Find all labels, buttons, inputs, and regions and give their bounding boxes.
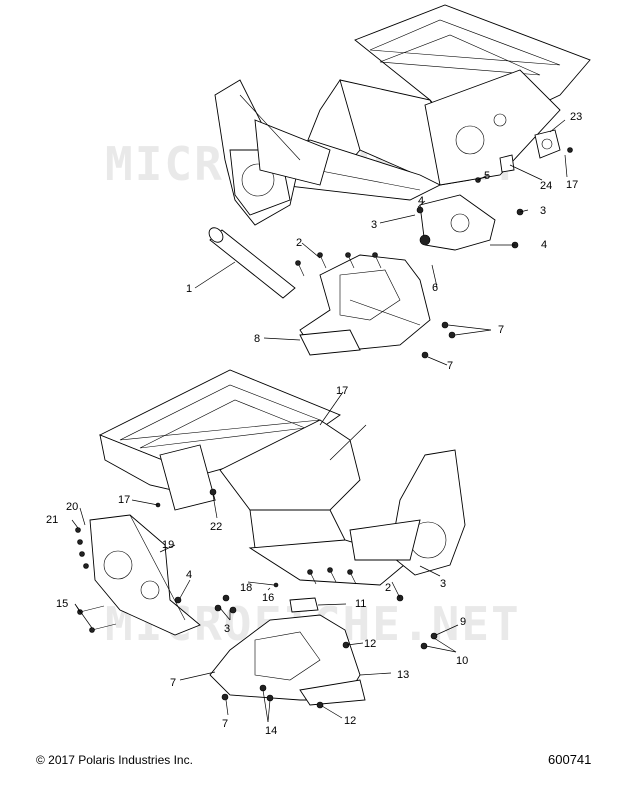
callout-b-19: 20 xyxy=(66,501,78,513)
callout-b-14: 14 xyxy=(265,725,277,737)
callout-4: 4 xyxy=(418,195,424,207)
callout-b-9: 9 xyxy=(460,616,466,628)
callout-b-21: 22 xyxy=(210,521,222,533)
callout-b-18: 19 xyxy=(162,539,174,551)
callout-b-7b: 7 xyxy=(222,718,228,730)
callout-b-11: 11 xyxy=(355,598,366,610)
callout-3: 3 xyxy=(371,219,377,231)
callout-b-4: 4 xyxy=(186,569,192,581)
callout-b-20: 21 xyxy=(46,514,58,526)
callout-b-10: 10 xyxy=(456,655,468,667)
callout-23: 23 xyxy=(570,111,582,123)
callout-b-17b: 17 xyxy=(118,494,130,506)
bottom-leader-lines xyxy=(71,391,459,723)
callout-b-12b: 12 xyxy=(344,715,356,727)
callout-6: 6 xyxy=(432,282,438,294)
callout-1: 1 xyxy=(186,283,192,295)
top-leader-lines xyxy=(194,119,568,366)
callout-b-3: 3 xyxy=(440,578,446,590)
callout-b-13: 13 xyxy=(397,669,409,681)
top-frame-assembly xyxy=(208,4,591,359)
top-callouts: 1 2 3 3 4 4 5 6 7 7 8 17 23 24 xyxy=(186,111,582,372)
callout-b-7: 7 xyxy=(170,677,176,689)
callout-7: 7 xyxy=(498,324,504,336)
callout-8: 8 xyxy=(254,333,260,345)
callout-4b: 4 xyxy=(541,239,547,251)
callout-3b: 3 xyxy=(540,205,546,217)
copyright-text: © 2017 Polaris Industries Inc. xyxy=(36,753,193,767)
callout-b-3b: 3 xyxy=(224,623,230,635)
document-number: 600741 xyxy=(548,752,592,767)
callout-5: 5 xyxy=(484,170,490,182)
callout-b-2: 2 xyxy=(385,582,391,594)
callout-b-17: 17 xyxy=(336,385,348,397)
callout-2: 2 xyxy=(296,237,302,249)
callout-7b: 7 xyxy=(447,360,453,372)
callout-b-16: 16 xyxy=(262,592,274,604)
callout-24: 24 xyxy=(540,180,552,192)
callout-b-12: 12 xyxy=(364,638,376,650)
callout-b-15: 15 xyxy=(56,598,68,610)
callout-17: 17 xyxy=(566,179,578,191)
bottom-frame-assembly xyxy=(75,369,466,709)
callout-b-17c: 18 xyxy=(240,582,252,594)
bottom-callouts: 2 3 3 4 7 7 9 10 11 12 12 13 14 15 16 17… xyxy=(46,385,468,737)
